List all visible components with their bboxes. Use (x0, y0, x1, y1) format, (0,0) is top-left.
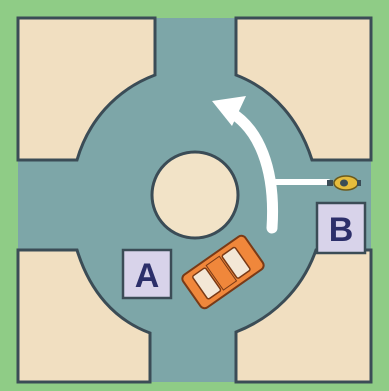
marker-a-label: A (135, 257, 160, 295)
marker-b-label: B (329, 211, 354, 249)
center-island (152, 152, 238, 238)
